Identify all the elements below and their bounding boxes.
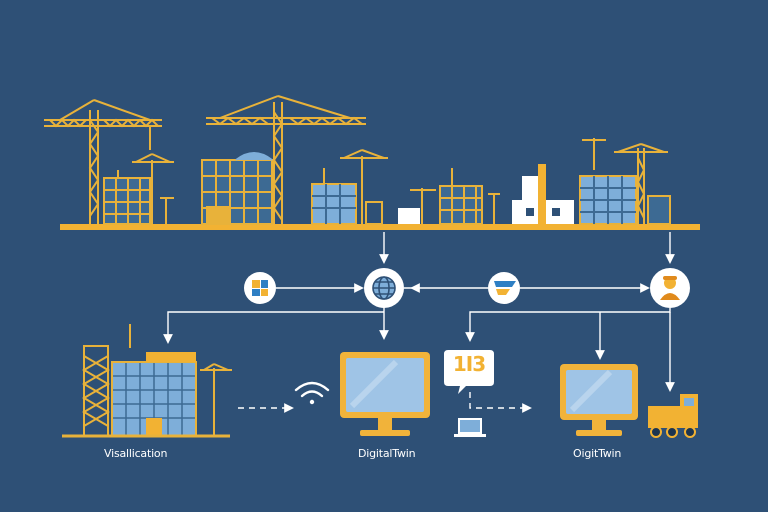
visualization-label: Visallication <box>104 447 168 460</box>
node-windows[interactable] <box>244 272 276 304</box>
crane-icon <box>614 143 671 225</box>
crane-icon <box>340 149 388 225</box>
digital-twin-monitor <box>560 364 638 436</box>
building <box>103 170 151 225</box>
crane-icon <box>410 188 436 224</box>
connector-lines <box>163 232 675 413</box>
digital-twin-label-2: OigitTwin <box>573 447 622 460</box>
crane-icon <box>206 95 366 224</box>
stat-badge <box>444 350 494 394</box>
crane-icon <box>132 153 174 224</box>
laptop-icon <box>454 418 486 437</box>
digital-twin-monitor <box>340 352 430 436</box>
building <box>311 168 357 225</box>
wifi-icon <box>294 381 330 405</box>
crane-icon <box>44 99 162 224</box>
worker-icon <box>660 276 680 300</box>
building <box>579 138 637 225</box>
flag-icon <box>494 281 516 295</box>
ground-line <box>60 224 700 230</box>
building <box>439 168 500 225</box>
visualization-building <box>62 324 232 438</box>
windows-logo-icon <box>252 280 268 296</box>
building <box>398 208 420 224</box>
node-globe[interactable] <box>364 268 404 308</box>
construction-skyline <box>44 95 700 230</box>
stat-badge-value: 1I3 <box>452 352 486 376</box>
globe-icon <box>372 276 396 300</box>
node-flag[interactable] <box>488 272 520 304</box>
truck-icon <box>648 394 698 438</box>
digital-twin-label: DigitalTwin <box>358 447 416 460</box>
building <box>512 164 574 224</box>
node-worker[interactable] <box>650 268 690 308</box>
building <box>201 152 273 225</box>
